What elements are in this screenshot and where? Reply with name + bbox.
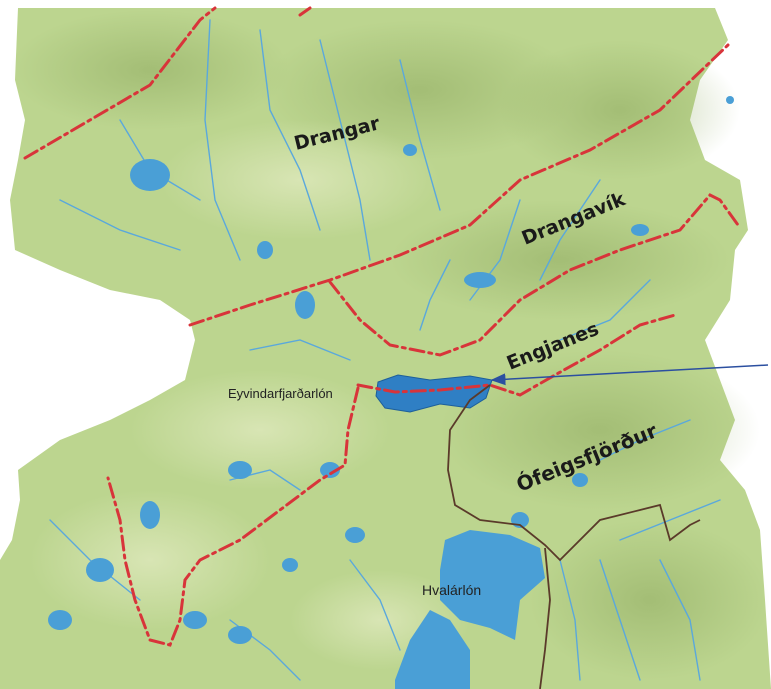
lake-south [395, 610, 470, 689]
terrain-shading [10, 10, 770, 680]
pointer-arrow [490, 364, 769, 386]
lake-eyvindarfjardarlon [375, 374, 493, 413]
region-boundary-brown-south [539, 547, 551, 689]
small-lakes [48, 96, 734, 644]
region-boundaries-red [23, 6, 740, 647]
lake-label-hvalarlon: Hvalárlón [422, 582, 481, 598]
rivers [49, 19, 721, 681]
lake-label-eyvindarfjardarlon: Eyvindarfjarðarlón [228, 386, 333, 401]
region-boundary-brown [447, 384, 701, 562]
lake-hvalarlon [440, 530, 545, 640]
